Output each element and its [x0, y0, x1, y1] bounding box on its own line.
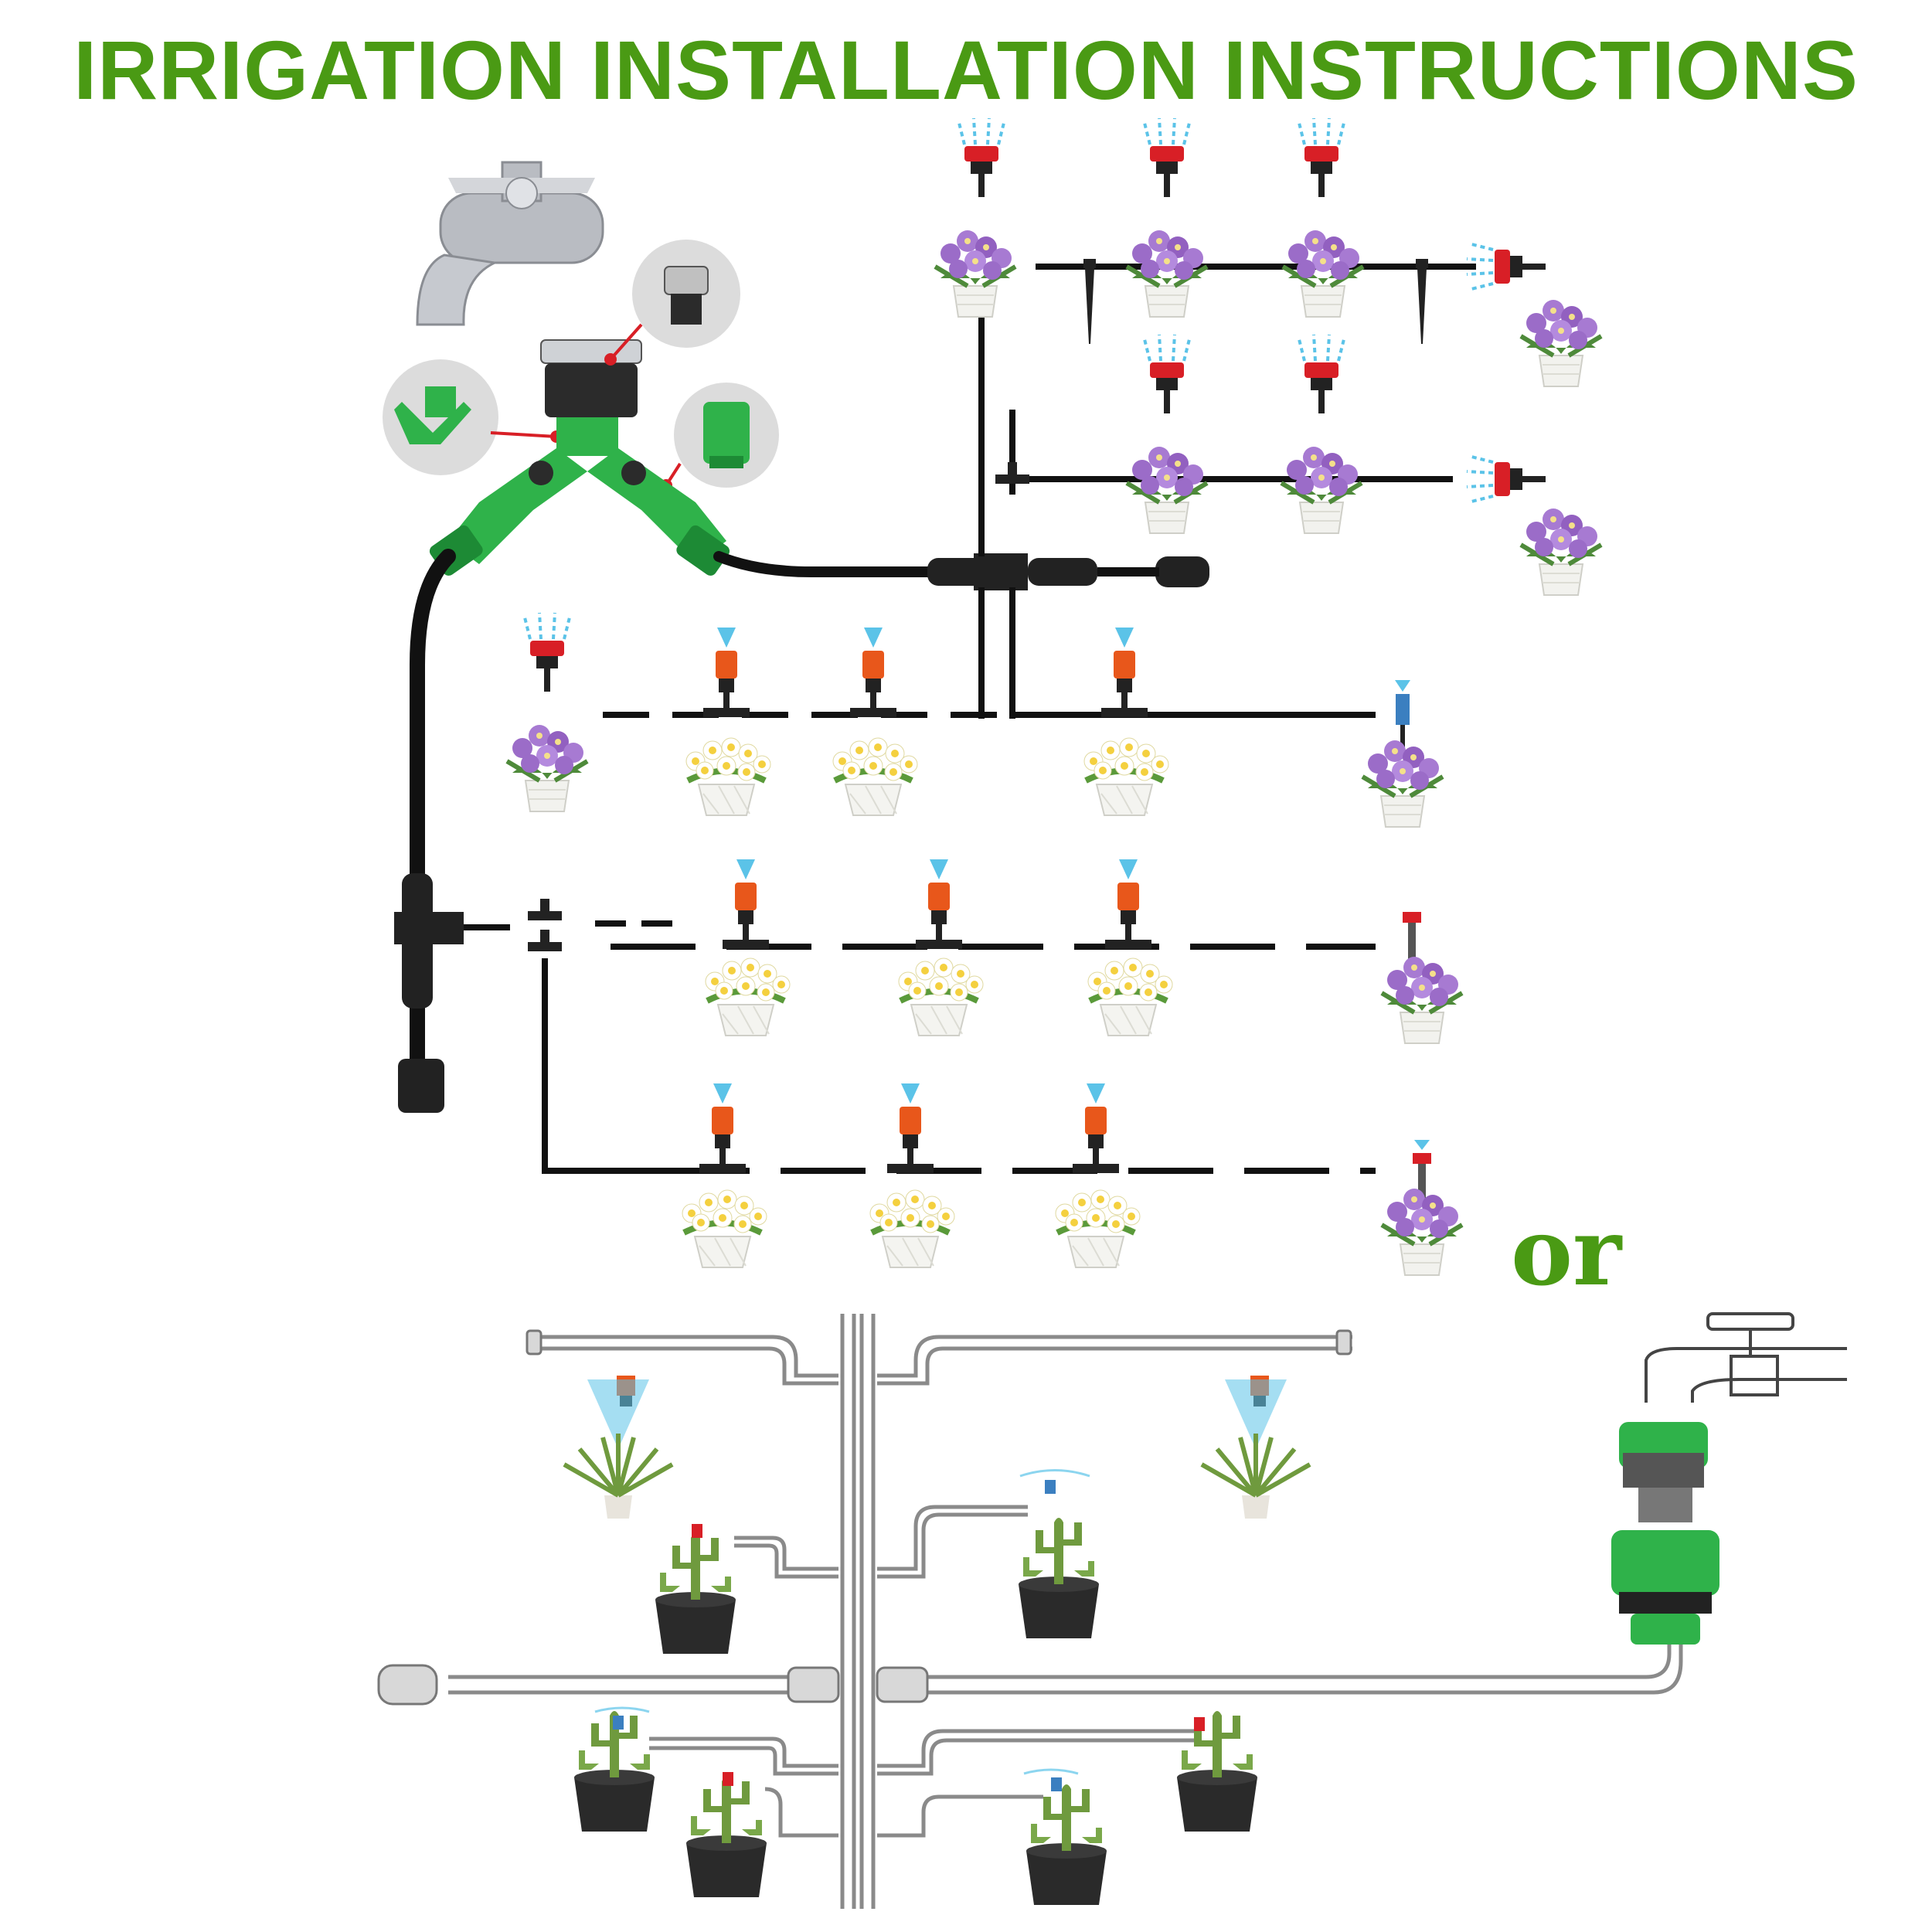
y-splitter-body: [429, 417, 730, 576]
stake-dripper-icon: [1413, 1140, 1431, 1202]
lower-plants: [564, 1376, 1310, 1905]
faucet-adapter-icon: [604, 240, 740, 366]
quick-connector-icon-lower: [1611, 1530, 1719, 1645]
faucet-adapter-icon-lower: [1619, 1422, 1708, 1522]
fourth-row: [394, 859, 1462, 1113]
y-splitter-icon: [383, 359, 563, 475]
faucet-icon-lower: [1645, 1312, 1847, 1403]
or-separator: or: [1511, 1198, 1622, 1307]
main-tubing: [410, 549, 940, 1066]
tee-connector-icon: [927, 553, 1209, 590]
branch-tubing-upper: [978, 264, 1476, 719]
third-row: [507, 611, 1443, 827]
stake-dripper-icon: [1395, 680, 1410, 748]
fifth-row: [542, 958, 1462, 1275]
lower-diagram: [448, 1314, 1683, 1909]
top-row: [935, 117, 1601, 386]
page-title: IRRIGATION INSTALLATION INSTRUCTIONS: [73, 23, 1859, 117]
second-row: [995, 333, 1601, 595]
stake-dripper-icon: [1083, 259, 1096, 344]
stake-dripper-icon: [1403, 912, 1421, 961]
quick-connector-icon: [660, 383, 779, 492]
end-plug-icon: [377, 1329, 1352, 1706]
